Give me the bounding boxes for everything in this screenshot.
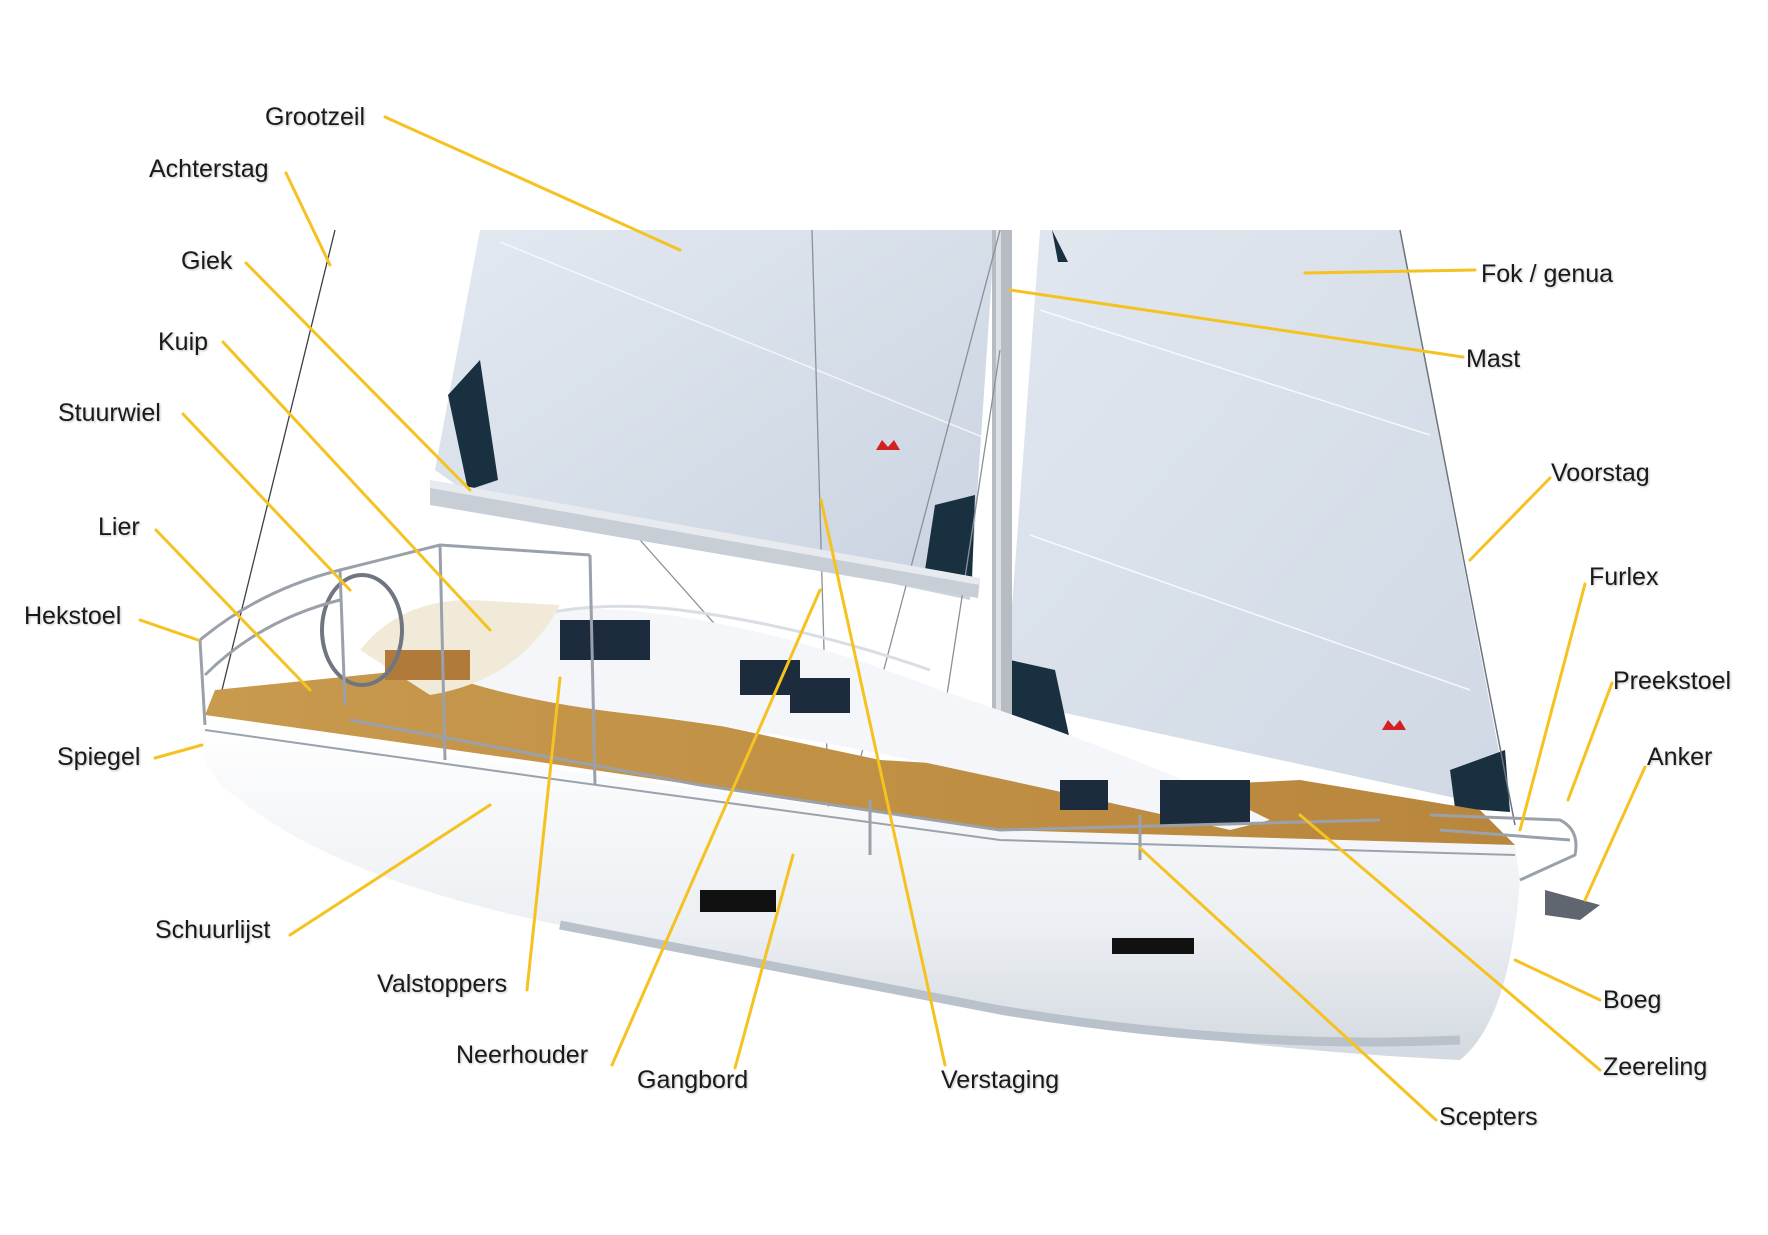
leader-lier xyxy=(154,528,312,692)
leader-stuurwiel xyxy=(181,412,352,592)
leader-spiegel xyxy=(153,743,204,760)
label-stuurwiel: Stuurwiel xyxy=(58,399,161,427)
leader-verstaging xyxy=(819,498,947,1067)
label-furlex: Furlex xyxy=(1589,563,1659,591)
deck-hatch xyxy=(1060,780,1108,810)
label-zeereling: Zeereling xyxy=(1603,1053,1708,1081)
leader-voorstag xyxy=(1468,476,1552,562)
forestay xyxy=(1399,229,1516,826)
deck xyxy=(205,600,1515,845)
leader-lines xyxy=(138,115,1647,1122)
label-verstaging: Verstaging xyxy=(941,1066,1060,1094)
steering-wheel xyxy=(320,573,404,687)
label-lier: Lier xyxy=(98,513,140,541)
leader-neerhouder xyxy=(610,588,822,1067)
leader-hekstoel xyxy=(138,618,200,642)
label-grootzeil: Grootzeil xyxy=(265,103,366,131)
mast xyxy=(992,230,1012,740)
brand-crown-icon xyxy=(1382,720,1406,730)
boom xyxy=(430,480,980,598)
leader-boeg xyxy=(1513,958,1602,1002)
label-achterstag: Achterstag xyxy=(149,155,269,183)
label-giek: Giek xyxy=(181,247,233,275)
deck-hatch xyxy=(790,678,850,713)
label-anker: Anker xyxy=(1647,743,1713,771)
label-valstoppers: Valstoppers xyxy=(377,970,508,998)
leader-achterstag xyxy=(284,171,332,267)
leader-fok-genua xyxy=(1303,268,1477,275)
leader-valstoppers xyxy=(525,676,562,992)
deck-hatch xyxy=(560,620,650,660)
hull-window xyxy=(700,890,776,912)
deck-hatch xyxy=(1160,780,1250,825)
label-schuurlijst: Schuurlijst xyxy=(155,916,271,944)
brand-crown-icon xyxy=(876,440,900,450)
leader-furlex xyxy=(1518,582,1587,832)
leader-scepters xyxy=(1138,846,1438,1122)
label-mast: Mast xyxy=(1466,345,1521,373)
label-hekstoel: Hekstoel xyxy=(24,602,122,630)
label-voorstag: Voorstag xyxy=(1551,459,1650,487)
hull xyxy=(199,720,1520,1060)
label-kuip: Kuip xyxy=(158,328,209,356)
label-neerhouder: Neerhouder xyxy=(456,1041,589,1069)
jib-sail xyxy=(1005,230,1510,812)
label-fok-genua: Fok / genua xyxy=(1481,260,1614,288)
leader-mast xyxy=(1008,288,1465,359)
leader-kuip xyxy=(221,340,492,632)
leader-preekstoel xyxy=(1566,681,1614,802)
label-preekstoel: Preekstoel xyxy=(1613,667,1732,695)
anchor xyxy=(1545,890,1600,920)
label-boeg: Boeg xyxy=(1603,986,1662,1014)
leader-schuurlijst xyxy=(288,803,492,937)
label-gangbord: Gangbord xyxy=(637,1066,749,1094)
leader-anker xyxy=(1583,765,1647,902)
label-scepters: Scepters xyxy=(1439,1103,1538,1131)
label-spiegel: Spiegel xyxy=(57,743,141,771)
backstay xyxy=(221,229,336,691)
leader-giek xyxy=(244,261,472,492)
hull-window xyxy=(1112,938,1194,954)
railings xyxy=(198,543,1578,882)
leader-zeereling xyxy=(1298,813,1602,1072)
leader-grootzeil xyxy=(383,115,682,252)
leader-gangbord xyxy=(733,853,795,1070)
